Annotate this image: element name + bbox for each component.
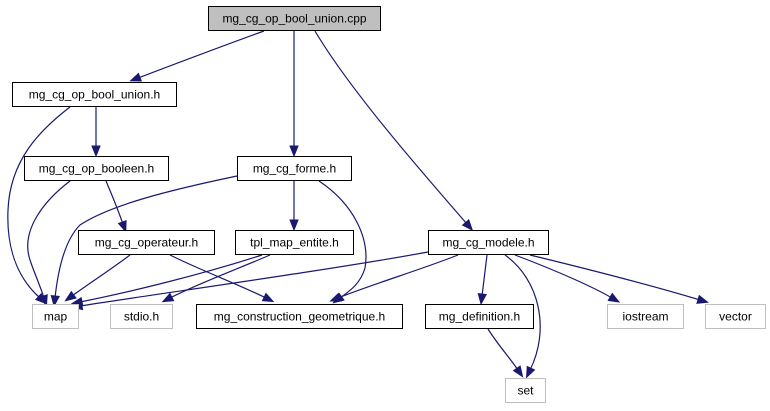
node-forme-h[interactable]: mg_cg_forme.h — [237, 156, 352, 181]
edge-modele_h-to-set — [504, 254, 541, 379]
edge-line — [27, 180, 71, 299]
arrowhead-icon — [525, 365, 536, 379]
edge-line — [7, 106, 71, 299]
node-label: mg_construction_geometrique.h — [214, 310, 385, 324]
node-box — [24, 156, 169, 181]
node-set: set — [505, 378, 546, 403]
edge-modele_h-to-constr_h — [329, 254, 459, 302]
edge-booleen_h-to-map — [27, 180, 71, 307]
node-label: mg_cg_op_bool_union.cpp — [222, 12, 366, 26]
node-box — [110, 304, 173, 329]
node-label: mg_definition.h — [439, 310, 520, 324]
node-operateur-h[interactable]: mg_cg_operateur.h — [78, 230, 215, 255]
node-box — [425, 304, 534, 329]
edge-tpl_h-to-stdio — [161, 254, 271, 303]
edge-root-to-modele_h — [314, 30, 474, 232]
node-box — [237, 156, 352, 181]
edge-line — [529, 254, 701, 301]
node-box — [705, 304, 766, 329]
node-stdio: stdio.h — [110, 304, 173, 329]
edge-line — [487, 328, 519, 371]
edge-operateur_h-to-constr_h — [169, 254, 275, 303]
node-constr-h[interactable]: mg_construction_geometrique.h — [196, 304, 403, 329]
node-iostream: iostream — [607, 304, 684, 329]
edge-modele_h-to-vector — [529, 254, 709, 304]
node-label: mg_cg_op_booleen.h — [39, 162, 154, 176]
node-vector: vector — [705, 304, 766, 329]
arrowhead-icon — [461, 219, 474, 232]
node-booleen-h[interactable]: mg_cg_op_booleen.h — [24, 156, 169, 181]
edge-line — [337, 254, 459, 299]
edge-line — [137, 30, 265, 79]
edge-root-to-forme_h — [289, 31, 299, 158]
arrowhead-icon — [289, 219, 299, 232]
arrowhead-icon — [91, 145, 101, 158]
edge-forme_h-to-map — [50, 175, 238, 308]
arrowhead-icon — [117, 220, 127, 233]
node-label: mg_cg_operateur.h — [95, 236, 198, 250]
edge-booleen_h-to-operateur_h — [105, 180, 127, 233]
node-label: mg_cg_forme.h — [253, 162, 336, 176]
node-label: set — [517, 384, 534, 398]
node-label: mg_cg_op_bool_union.h — [29, 88, 160, 102]
node-label: stdio.h — [124, 310, 159, 324]
edge-line — [169, 254, 267, 299]
edge-union_h-to-booleen_h — [91, 107, 101, 158]
node-box — [428, 230, 549, 255]
arrowhead-icon — [129, 72, 143, 82]
node-union-h[interactable]: mg_cg_op_bool_union.h — [12, 82, 177, 107]
node-box — [235, 230, 354, 255]
arrowhead-icon — [161, 292, 175, 303]
arrowhead-icon — [477, 292, 488, 306]
arrowhead-icon — [607, 292, 621, 303]
edge-modele_h-to-map — [70, 251, 429, 311]
edge-line — [481, 254, 488, 297]
node-map: map — [32, 304, 79, 329]
arrowhead-icon — [329, 292, 343, 302]
edge-line — [318, 180, 367, 299]
edge-line — [169, 254, 271, 299]
node-modele-h[interactable]: mg_cg_modele.h — [428, 230, 549, 255]
edge-line — [71, 254, 131, 297]
edge-line — [79, 254, 263, 303]
edge-line — [314, 30, 468, 225]
edge-defin_h-to-set — [487, 328, 524, 378]
edge-forme_h-to-tpl_h — [289, 181, 299, 232]
node-label: mg_cg_modele.h — [442, 236, 534, 250]
arrowhead-icon — [512, 365, 524, 378]
arrowhead-icon — [289, 145, 299, 158]
edge-line — [105, 180, 124, 225]
arrowhead-icon — [696, 294, 709, 304]
edge-line — [514, 254, 613, 299]
edge-modele_h-to-iostream — [514, 254, 621, 303]
node-box — [196, 304, 403, 329]
arrowhead-icon — [50, 294, 60, 308]
edge-operateur_h-to-map — [64, 254, 131, 302]
node-label: vector — [719, 310, 752, 324]
node-box — [12, 82, 177, 107]
edge-line — [79, 251, 429, 307]
edge-line — [54, 175, 238, 299]
node-box — [208, 6, 381, 31]
node-label: map — [44, 310, 68, 324]
edge-union_h-to-map — [7, 106, 71, 305]
node-root[interactable]: mg_cg_op_bool_union.cpp — [208, 6, 381, 31]
node-tpl-h[interactable]: tpl_map_entite.h — [235, 230, 354, 255]
node-box — [607, 304, 684, 329]
edge-modele_h-to-defin_h — [477, 254, 488, 306]
edge-root-to-union_h — [129, 30, 265, 82]
node-box — [32, 304, 79, 329]
edge-line — [504, 254, 541, 371]
arrowhead-icon — [261, 292, 275, 303]
node-label: tpl_map_entite.h — [250, 236, 339, 250]
node-label: iostream — [622, 310, 668, 324]
node-defin-h[interactable]: mg_definition.h — [425, 304, 534, 329]
arrowhead-icon — [64, 290, 77, 302]
arrowhead-icon — [38, 294, 48, 307]
node-box — [78, 230, 215, 255]
node-box — [505, 378, 546, 403]
